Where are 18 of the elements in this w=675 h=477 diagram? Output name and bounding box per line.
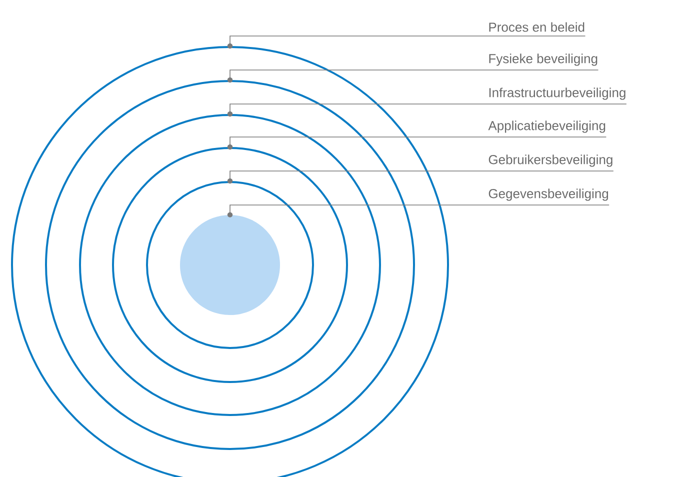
ring [112,147,348,383]
leader-line [227,70,599,83]
layer-label: Proces en beleid [489,22,584,32]
leader-line [227,36,586,49]
layer-label: Applicatiebeveiliging [488,120,606,133]
ring [11,46,449,477]
layer-label: Gebruikersbeveiliging [488,154,612,167]
leader-line [227,204,610,218]
layer-label: Infrastructuurbeveiliging [489,88,626,100]
layer-label: Gegevensbeveiliging [488,188,608,201]
leader-line [227,170,614,184]
ring [79,114,381,416]
layer-label: Fysieke beveiliging [489,54,598,66]
leader-line [227,104,627,117]
ring [146,181,314,349]
leader-line [227,136,607,150]
ring [45,80,415,450]
core-circle [180,215,280,315]
